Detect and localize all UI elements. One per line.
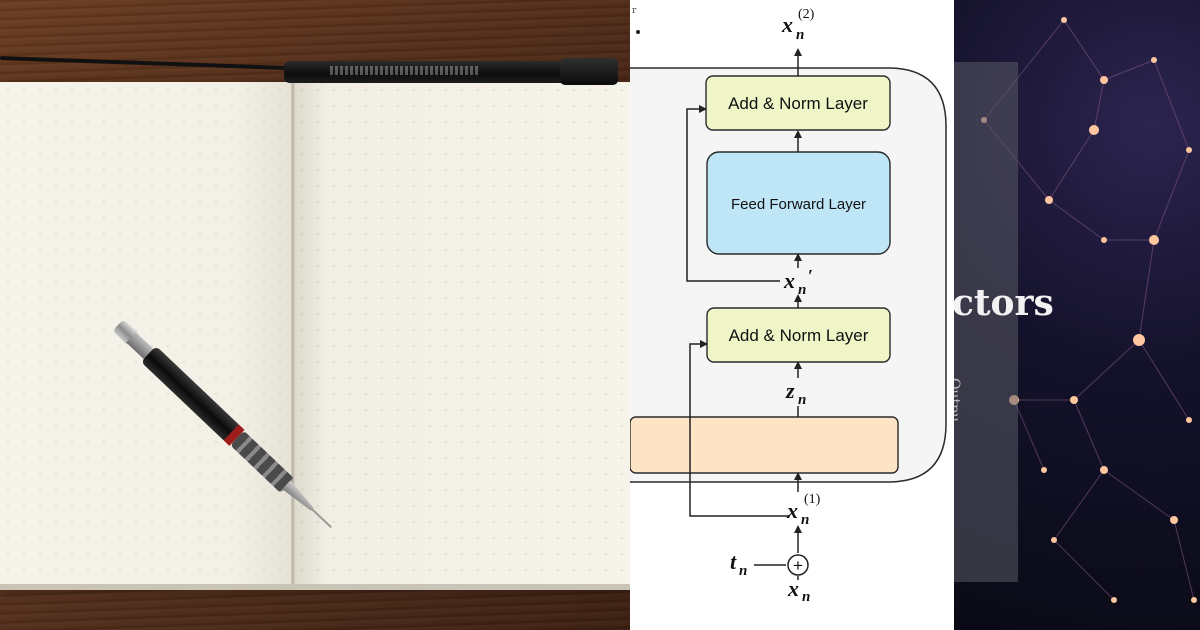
add-norm-top-label: Add & Norm Layer xyxy=(728,94,868,113)
notebook-right-page xyxy=(294,82,630,587)
fineliner-pen-cap xyxy=(560,58,618,85)
svg-text:t: t xyxy=(730,549,737,574)
svg-text:(1): (1) xyxy=(804,492,821,507)
label-x-n-prime: x n ′ xyxy=(783,266,813,298)
background-title-fragment: ctors xyxy=(954,282,1054,324)
plus-circle xyxy=(787,554,809,576)
svg-text:z: z xyxy=(785,378,795,403)
notebook-photo xyxy=(0,0,630,630)
attention-layer-box xyxy=(630,416,899,474)
label-x-n-2: x n (2) xyxy=(781,7,815,43)
stray-dot xyxy=(636,30,640,34)
network-background-image: ctors Outpu xyxy=(954,0,1200,630)
residual-connection-bottom xyxy=(689,340,790,517)
feed-forward-label: Feed Forward Layer xyxy=(731,196,866,213)
svg-text:n: n xyxy=(796,27,804,43)
residual-connection-top xyxy=(686,105,780,282)
stray-mark: r xyxy=(632,6,637,16)
network-graph-art xyxy=(981,17,1197,603)
svg-text:′: ′ xyxy=(808,266,813,286)
transformer-block-diagram: r Add & Norm Layer Feed Forward Layer Ad… xyxy=(630,0,954,630)
label-x-n: x n xyxy=(787,576,810,605)
svg-text:n: n xyxy=(798,392,806,408)
svg-text:x: x xyxy=(781,12,793,37)
label-x-n-1: x n (1) xyxy=(786,492,821,528)
svg-text:x: x xyxy=(787,576,799,601)
diagram-svg: Add & Norm Layer Feed Forward Layer Add … xyxy=(630,7,947,605)
svg-text:(2): (2) xyxy=(798,7,815,22)
title-card-overlay xyxy=(954,62,1018,582)
fineliner-pen xyxy=(284,61,614,83)
label-t-n: t n xyxy=(730,549,747,579)
svg-text:x: x xyxy=(783,268,795,293)
svg-text:n: n xyxy=(798,282,806,298)
svg-text:x: x xyxy=(786,498,798,523)
plus-symbol: + xyxy=(793,556,803,575)
svg-text:n: n xyxy=(801,512,809,528)
background-side-fragment: Outpu xyxy=(954,378,962,423)
label-z-n: z n xyxy=(785,378,806,408)
notebook-page-edge xyxy=(0,584,630,590)
pen-printing xyxy=(330,66,480,75)
svg-text:n: n xyxy=(739,563,747,579)
notebook-gutter xyxy=(291,82,295,587)
svg-text:n: n xyxy=(802,589,810,605)
add-norm-bottom-label: Add & Norm Layer xyxy=(729,326,869,345)
notebook-left-page xyxy=(0,82,292,587)
